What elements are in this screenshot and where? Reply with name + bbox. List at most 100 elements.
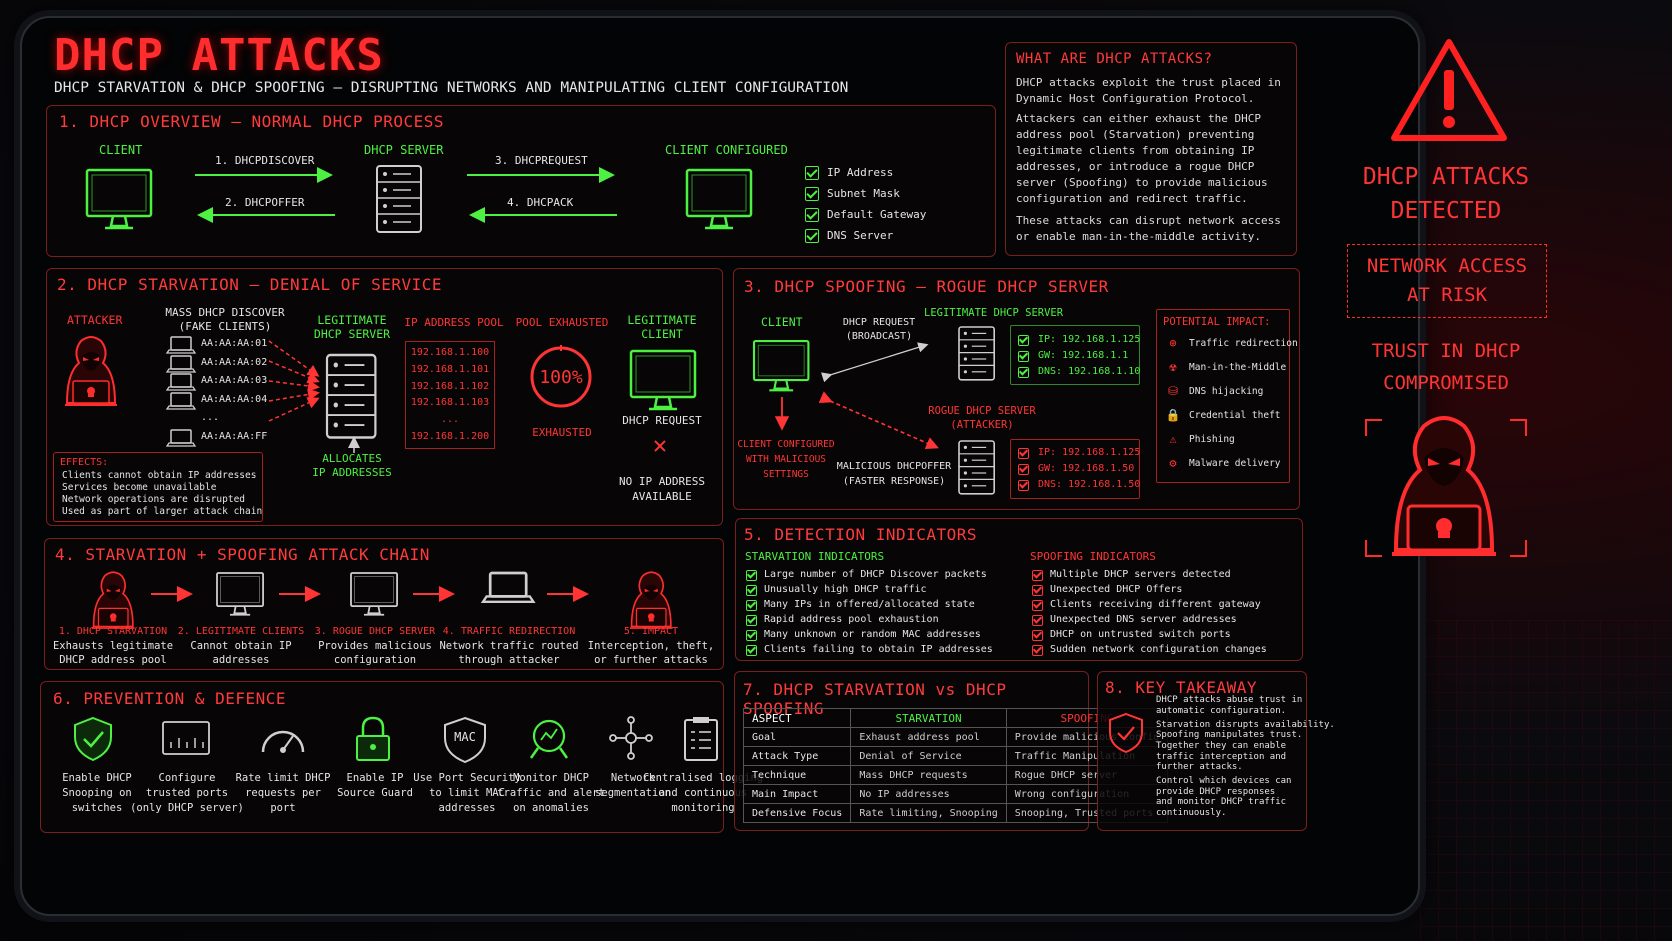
spoof-client-label: CLIENT <box>761 315 803 329</box>
starv-alloc-1: ALLOCATES <box>322 452 382 465</box>
takeaway-line: and monitor DHCP traffic <box>1156 797 1287 808</box>
prevent-text: monitoring <box>671 802 735 814</box>
overview-item-ip: IP Address <box>827 166 894 179</box>
prevent-text: Monitor DHCP <box>513 772 589 784</box>
starv-noip-1: NO IP ADDRESS <box>618 475 706 488</box>
warning-triangle-icon <box>1391 39 1507 141</box>
side-trust-2: COMPROMISED <box>1383 372 1509 394</box>
prevent-text: requests per <box>245 787 321 799</box>
row-starvation: Denial of Service <box>850 746 1007 766</box>
starv-server-label-1: LEGITIMATE <box>317 313 387 327</box>
ip-address: 192.168.1.103 <box>410 397 490 409</box>
what-p1: DHCP attacks exploit the trust placed in… <box>1016 76 1281 105</box>
check-icon <box>746 615 757 626</box>
overview-configured-icon <box>685 168 753 230</box>
starv-client-icon <box>629 349 697 411</box>
takeaway-line: further attacks. <box>1156 762 1243 773</box>
detect-spoof-title: SPOOFING INDICATORS <box>1030 550 1156 563</box>
spoof-indicator: DHCP on untrusted switch ports <box>1050 629 1231 640</box>
prevent-text: trusted ports <box>145 787 229 799</box>
ip-address: 192.168.1.200 <box>410 431 490 442</box>
mac-shield-icon: MAC <box>443 716 491 764</box>
shield-icon <box>1109 712 1143 754</box>
row-aspect: Technique <box>742 765 852 785</box>
effect-item: Network operations are disrupted <box>62 494 246 505</box>
spoofing-panel: 3. DHCP SPOOFING – ROGUE DHCP SERVER CLI… <box>733 268 1300 510</box>
check-icon <box>746 630 757 641</box>
starv-lc-1: LEGITIMATE <box>627 313 697 327</box>
mac-address: AA:AA:AA:04 <box>201 393 268 405</box>
spoof-indicator: Sudden network configuration changes <box>1050 644 1267 655</box>
takeaway-line: continuously. <box>1156 808 1227 819</box>
mac-label: MAC <box>454 730 476 744</box>
starv-server-icon <box>325 353 377 439</box>
compare-panel: 7. DHCP STARVATION vs DHCP SPOOFING ASPE… <box>734 671 1169 831</box>
overview-client-icon <box>85 168 153 230</box>
fail-x-icon: ✕ <box>652 431 668 459</box>
prevent-text: Rate limit DHCP <box>235 772 331 784</box>
rogue-config-box <box>1010 439 1140 499</box>
impact-item: Phishing <box>1189 434 1235 445</box>
spoof-rogue-2: (ATTACKER) <box>950 419 1014 431</box>
chain-arrow <box>413 586 457 602</box>
monitor-icon <box>347 569 403 621</box>
starv-fake-label: (FAKE CLIENTS) <box>178 320 272 333</box>
detect-starv-title: STARVATION INDICATORS <box>745 550 885 563</box>
prevent-text: addresses <box>438 802 496 814</box>
prevent-text: Enable IP <box>346 772 404 784</box>
spoof-cc-2: WITH MALICIOUS <box>745 454 827 465</box>
starvation-panel: 2. DHCP STARVATION – DENIAL OF SERVICE A… <box>46 268 723 526</box>
chain-step-title: 5. IMPACT <box>623 626 679 637</box>
hacker-icon <box>1390 416 1498 556</box>
prevent-text: segmentation <box>595 787 671 799</box>
prevent-text: Configure <box>158 772 216 784</box>
spoof-indicator: Clients receiving different gateway <box>1050 599 1261 610</box>
effect-item: Services become unavailable <box>62 482 217 493</box>
impact-item: Credential theft <box>1189 410 1281 421</box>
laptop-icon <box>166 354 196 373</box>
mac-address: AA:AA:AA:02 <box>201 356 268 368</box>
chain-step-desc: addresses <box>212 654 270 666</box>
laptop-icon <box>166 391 196 410</box>
check-icon <box>746 600 757 611</box>
what-p3: These attacks can disrupt network access… <box>1016 214 1281 243</box>
overview-msg-offer: 2. DHCPOFFER <box>225 196 305 209</box>
scan-frame-icon <box>1365 419 1527 557</box>
rogue-ip: IP: 192.168.1.125 <box>1038 447 1141 458</box>
effects-box: EFFECTS: Clients cannot obtain IP addres… <box>53 452 263 522</box>
spoof-indicator: Unexpected DHCP Offers <box>1050 584 1183 595</box>
prevent-text: switches <box>71 802 123 814</box>
exhausted-gauge <box>530 345 592 408</box>
ip-address: 192.168.1.101 <box>410 363 490 375</box>
prevent-text: port <box>270 802 296 814</box>
row-starvation: Rate limiting, Snooping <box>850 803 1007 823</box>
chain-step-title: 3. ROGUE DHCP SERVER <box>314 626 436 637</box>
overview-server-icon <box>376 165 422 233</box>
chain-step-desc: DHCP address pool <box>59 654 167 666</box>
chain-step-desc: Exhausts legitimate <box>52 640 174 652</box>
check-icon <box>805 187 819 201</box>
row-starvation: Mass DHCP requests <box>850 765 1007 785</box>
impact-box: POTENTIAL IMPACT: ⊕Traffic redirection☢M… <box>1156 309 1298 483</box>
laptop-icon <box>481 569 537 621</box>
legit-gw: GW: 192.168.1.1 <box>1038 350 1129 361</box>
mitm-icon: ☢ <box>1169 360 1177 374</box>
impact-item: Man-in-the-Middle <box>1189 362 1287 373</box>
starv-indicator: Clients failing to obtain IP addresses <box>764 644 993 655</box>
starv-attacker-label: ATTACKER <box>67 313 123 327</box>
prevention-title: 6. PREVENTION & DEFENCE <box>53 689 287 708</box>
spoofing-title: 3. DHCP SPOOFING – ROGUE DHCP SERVER <box>744 277 1109 296</box>
impact-item: Malware delivery <box>1189 458 1281 469</box>
spoof-rogue-1: ROGUE DHCP SERVER <box>928 405 1036 417</box>
overview-arrow-ack <box>469 207 617 223</box>
gauge-icon <box>259 716 307 764</box>
legit-ip: IP: 192.168.1.125 <box>1038 334 1141 345</box>
starv-server-label-2: DHCP SERVER <box>313 327 391 341</box>
overview-item-subnet: Subnet Mask <box>827 187 900 200</box>
spoof-mo-1: MALICIOUS DHCPOFFER <box>836 461 952 472</box>
check-icon <box>805 208 819 222</box>
phishing-icon: ⚠ <box>1169 432 1177 446</box>
starv-alloc-2: IP ADDRESSES <box>312 466 392 479</box>
spoof-legit-label: LEGITIMATE DHCP SERVER <box>924 307 1064 319</box>
